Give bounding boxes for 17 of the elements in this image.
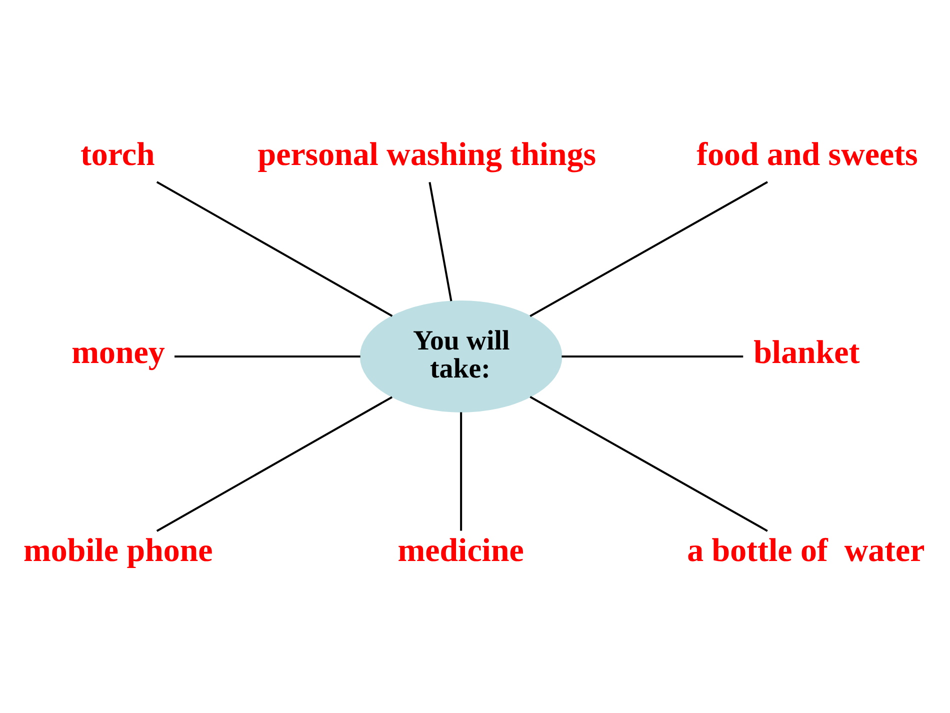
node-text: mobile phone: [23, 533, 213, 570]
connector: [562, 355, 744, 358]
connector: [460, 412, 462, 531]
connector: [174, 355, 360, 358]
connector: [530, 181, 768, 318]
node-text: food and sweets: [696, 137, 918, 174]
node-ellipse: You will take:: [360, 300, 562, 412]
connector: [428, 182, 452, 302]
connector: [156, 396, 393, 532]
connector: [530, 396, 768, 532]
node-text: money: [72, 335, 165, 372]
connector: [156, 181, 393, 317]
node-text: a bottle of water: [687, 533, 925, 570]
node-text: medicine: [398, 533, 524, 570]
node-text: personal washing things: [258, 137, 596, 174]
node-text: blanket: [754, 335, 860, 372]
node-text: torch: [80, 137, 155, 174]
